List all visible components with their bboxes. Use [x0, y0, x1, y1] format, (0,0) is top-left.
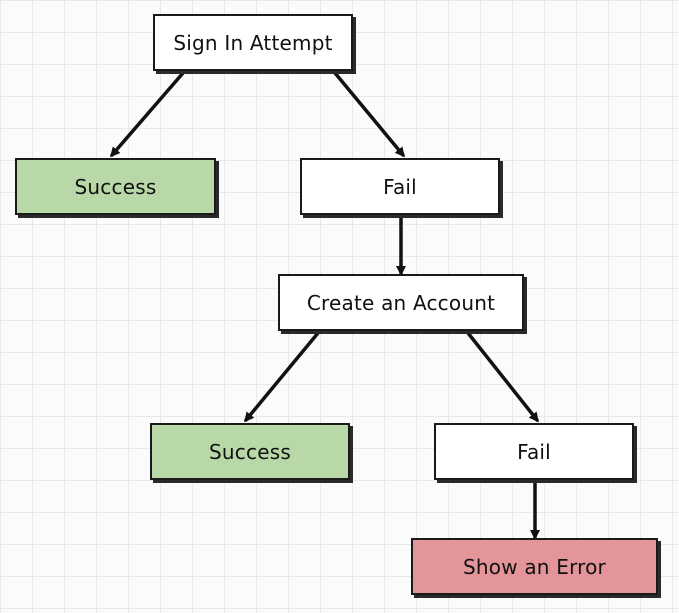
node-label: Show an Error: [463, 554, 606, 579]
node-sign-in-attempt: Sign In Attempt: [153, 14, 353, 71]
edge-create-account-to-fail: [466, 331, 539, 423]
node-create-an-account: Create an Account: [278, 274, 524, 331]
node-label: Success: [209, 439, 291, 464]
node-fail-account: Fail: [434, 423, 634, 480]
node-label: Fail: [383, 174, 417, 199]
node-success-account: Success: [150, 423, 350, 480]
edge-signin-to-fail: [333, 71, 405, 158]
edge-create-account-to-success: [244, 331, 320, 423]
node-fail: Fail: [300, 158, 500, 215]
node-show-an-error: Show an Error: [411, 538, 658, 595]
edge-signin-to-success: [110, 71, 185, 158]
node-label: Create an Account: [306, 290, 496, 315]
node-label: Fail: [517, 439, 551, 464]
node-label: Success: [74, 174, 157, 199]
node-label: Sign In Attempt: [173, 30, 333, 55]
node-success: Success: [15, 158, 216, 215]
